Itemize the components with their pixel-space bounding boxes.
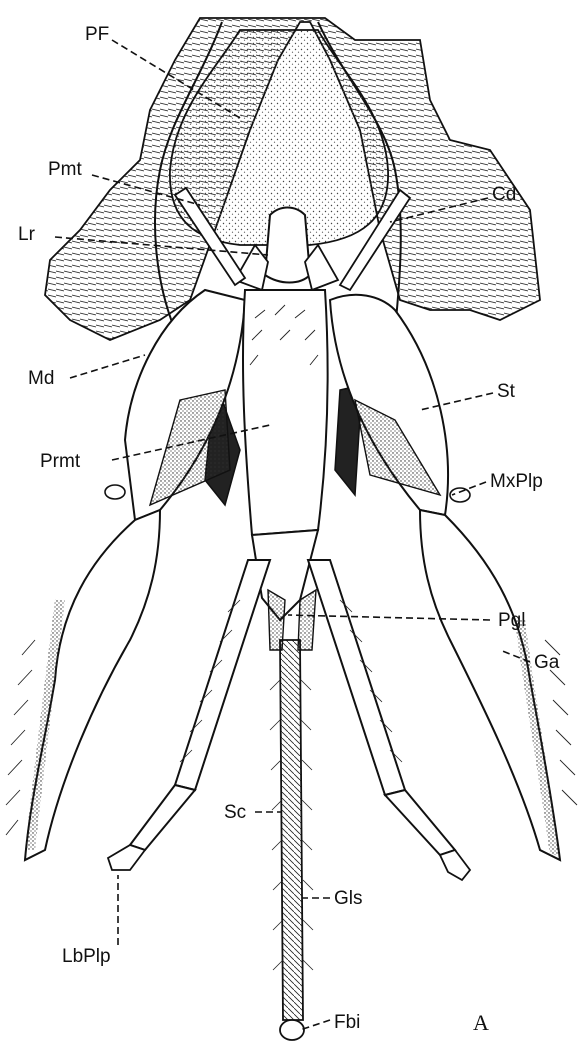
label-fbi: Fbi <box>334 1012 360 1033</box>
label-prmt: Prmt <box>40 451 81 472</box>
label-mxplp: MxPlp <box>490 471 543 492</box>
glossa <box>270 640 313 1040</box>
label-pgl: Pgl <box>498 610 525 631</box>
label-md: Md <box>28 368 54 389</box>
label-sc: Sc <box>224 802 246 823</box>
label-lbplp: LbPlp <box>62 946 111 967</box>
label-cd: Cd <box>492 184 516 205</box>
label-ga: Ga <box>534 652 560 673</box>
label-lr: Lr <box>18 224 36 245</box>
panel-letter: A <box>473 1010 489 1035</box>
label-gls: Gls <box>334 888 363 909</box>
label-st: St <box>497 381 516 402</box>
label-pmt: Pmt <box>48 159 83 180</box>
label-pf: PF <box>85 24 109 45</box>
